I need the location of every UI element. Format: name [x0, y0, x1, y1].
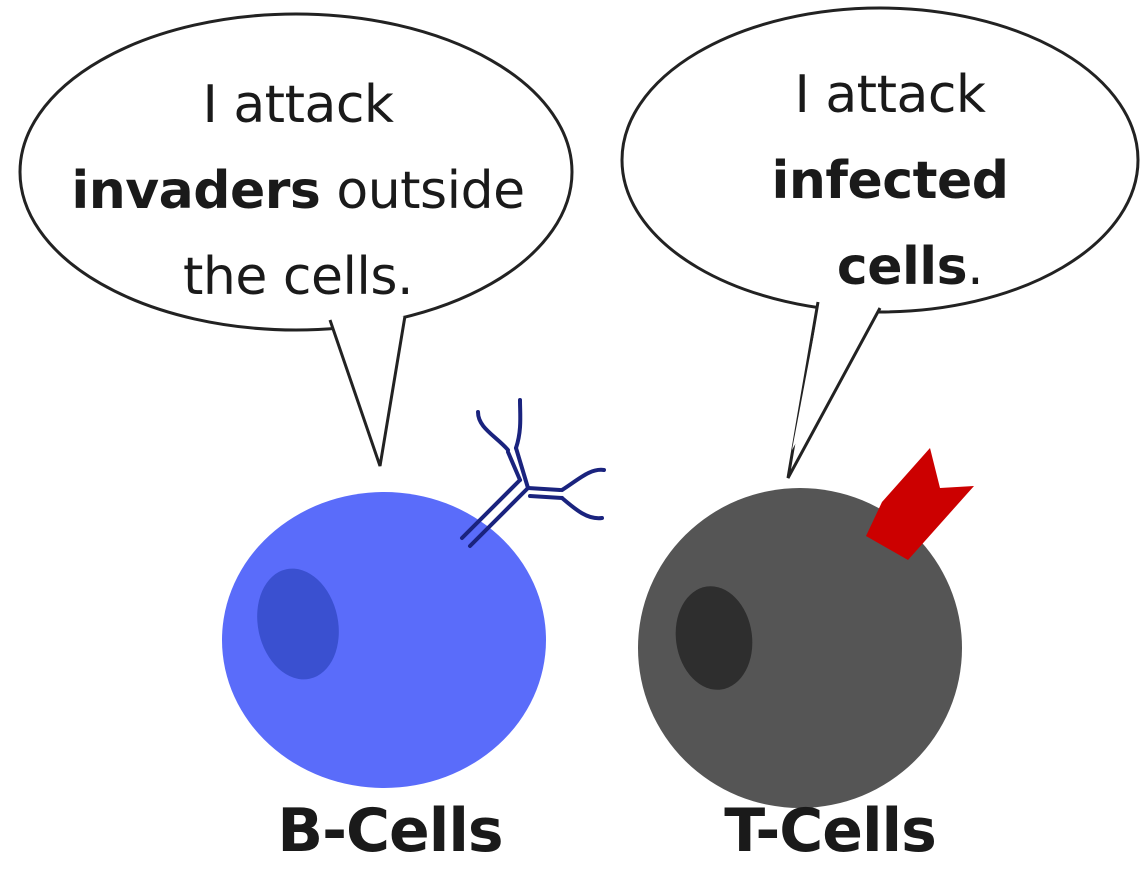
- t-cell-bubble-bold-1: infected: [772, 151, 1009, 211]
- b-cell-bubble-line3: the cells.: [28, 234, 568, 320]
- t-cell-bubble-text: I attack infected cells.: [700, 52, 1080, 310]
- b-cell-bubble-line1: I attack: [28, 62, 568, 148]
- b-cell-bubble-bold: invaders: [71, 161, 320, 221]
- b-cell: [222, 492, 546, 788]
- t-cell-label: T-Cells: [680, 796, 980, 866]
- t-cell-receptor-icon: [866, 448, 974, 560]
- b-cell-bubble-line2-rest: outside: [320, 161, 524, 221]
- t-cell-bubble-line3-rest: .: [967, 237, 983, 297]
- b-cell-bubble-text: I attack invaders outside the cells.: [28, 62, 568, 320]
- b-cell-label: B-Cells: [240, 796, 540, 866]
- t-cell-bubble-line2: infected: [700, 138, 1080, 224]
- t-cell-bubble-bold-2: cells: [837, 237, 967, 297]
- b-cell-bubble-line2: invaders outside: [28, 148, 568, 234]
- t-cell-bubble-line3: cells.: [700, 224, 1080, 310]
- t-cell-bubble-line1: I attack: [700, 52, 1080, 138]
